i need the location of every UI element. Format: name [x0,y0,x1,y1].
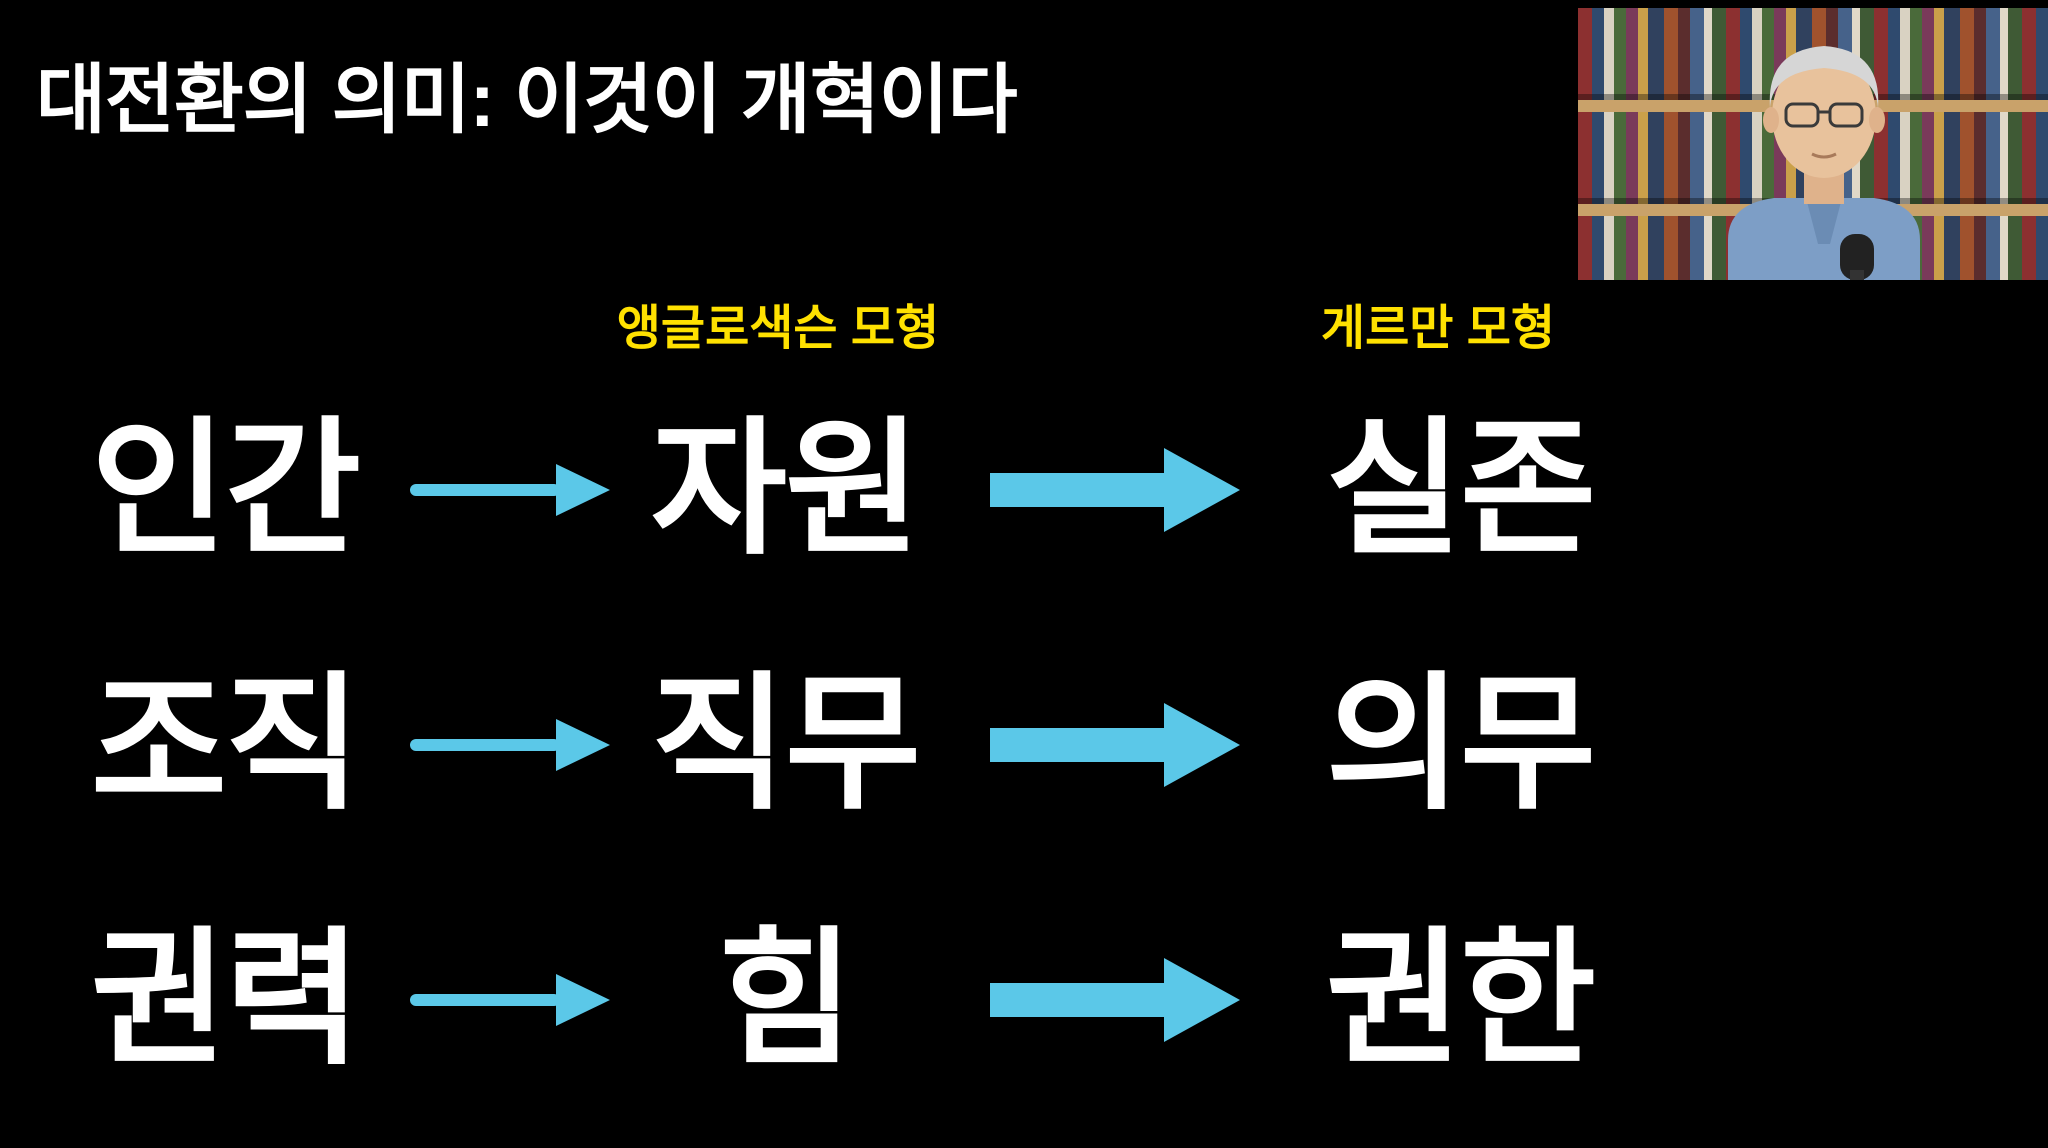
concept-anglo: 힘 [717,916,854,1082]
presenter-figure [1728,46,1920,280]
arrow-right-icon [410,968,610,1032]
concept-german: 실존 [1325,406,1596,572]
column-header-anglo-saxon-model: 앵글로색슨 모형 [616,302,940,355]
concept-anglo: 직무 [650,661,921,827]
arrow-right-icon [960,952,1270,1048]
concept-german: 의무 [1325,661,1596,827]
concept-german: 권한 [1325,916,1596,1082]
presenter-video-inset [1578,8,2048,280]
concept-flow-diagram: 인간 자원 실존 조직 [40,362,1650,1127]
diagram-row: 권력 힘 권한 [40,872,1650,1127]
concept-source: 권력 [90,916,361,1082]
arrow-right-icon [410,713,610,777]
diagram-row: 인간 자원 실존 [40,362,1650,617]
concept-anglo: 자원 [650,406,921,572]
arrow-right-icon [960,697,1270,793]
arrow-right-icon [960,442,1270,538]
diagram-row: 조직 직무 의무 [40,617,1650,872]
concept-source: 조직 [90,661,361,827]
arrow-right-icon [410,458,610,522]
slide-title: 대전환의 의미: 이것이 개혁이다 [36,58,1018,143]
column-header-german-model: 게르만 모형 [1320,302,1556,355]
concept-source: 인간 [90,406,361,572]
